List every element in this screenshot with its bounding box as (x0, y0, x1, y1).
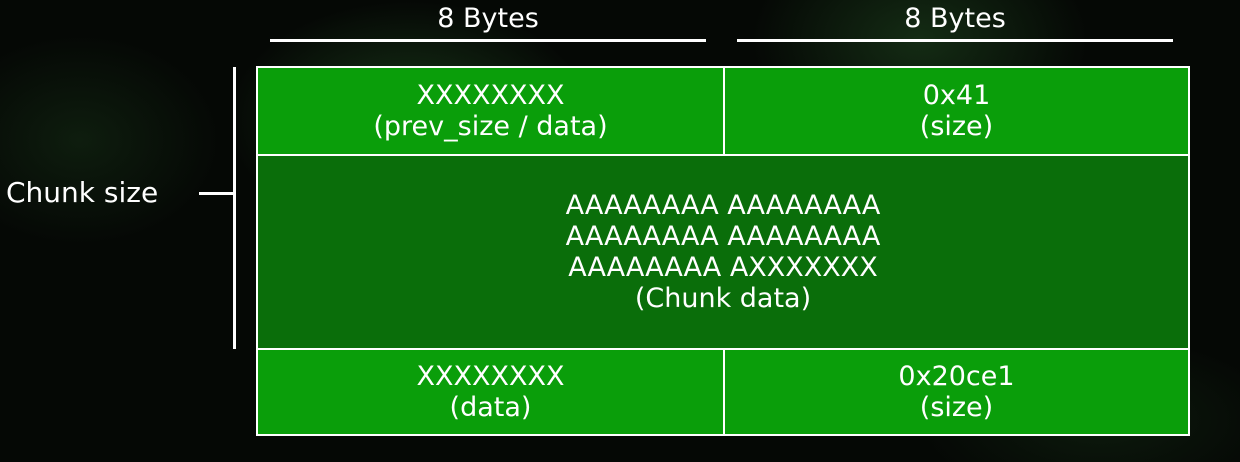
prev-size-value: XXXXXXXX (416, 80, 565, 111)
row-divider-2 (258, 348, 1188, 350)
prev-size-caption: (prev_size / data) (373, 111, 608, 142)
chunk-size-bracket-tick (199, 192, 235, 195)
top-chunk-size-value: 0x20ce1 (898, 361, 1015, 392)
chunk-data-line-1: AAAAAAAA AAAAAAAA (565, 190, 881, 221)
next-data-value: XXXXXXXX (416, 361, 565, 392)
size-value: 0x41 (922, 80, 991, 111)
prev-size-cell: XXXXXXXX (prev_size / data) (258, 68, 723, 154)
chunk-data-caption: (Chunk data) (634, 283, 812, 314)
column-divider-top (723, 68, 725, 154)
chunk-size-label: Chunk size (6, 176, 159, 209)
chunk-table: XXXXXXXX (prev_size / data) 0x41 (size) … (256, 66, 1190, 436)
row-divider-1 (258, 154, 1188, 156)
chunk-data-line-3: AAAAAAAA AXXXXXXX (568, 252, 878, 283)
column-rule-left (270, 39, 706, 42)
column-rule-right (737, 39, 1173, 42)
next-data-caption: (data) (449, 392, 532, 423)
chunk-size-bracket (233, 67, 236, 349)
next-data-cell: XXXXXXXX (data) (258, 350, 723, 434)
chunk-data-line-2: AAAAAAAA AAAAAAAA (565, 221, 881, 252)
column-label-left: 8 Bytes (437, 3, 539, 34)
size-caption: (size) (919, 111, 994, 142)
chunk-data-cell: AAAAAAAA AAAAAAAA AAAAAAAA AAAAAAAA AAAA… (258, 156, 1188, 348)
size-cell: 0x41 (size) (725, 68, 1188, 154)
top-chunk-size-caption: (size) (919, 392, 994, 423)
column-label-right: 8 Bytes (904, 3, 1006, 34)
column-divider-bottom (723, 350, 725, 434)
top-chunk-size-cell: 0x20ce1 (size) (725, 350, 1188, 434)
